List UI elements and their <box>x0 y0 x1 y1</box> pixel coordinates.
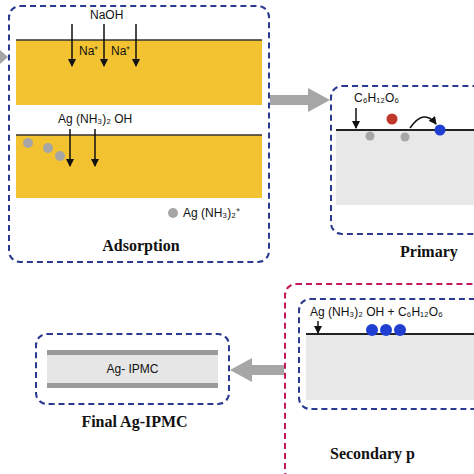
glucose-molecule <box>387 114 398 125</box>
node-label: Ag- IPMC <box>47 362 218 376</box>
incoming-arrow <box>0 50 8 64</box>
ion-label: Na⁺ <box>111 44 130 58</box>
silver-complex-ion <box>401 133 410 142</box>
silver-particle <box>366 324 378 336</box>
silver-complex-ion <box>366 132 375 141</box>
ion-label: Na⁺ <box>79 44 98 58</box>
flow-arrow <box>251 365 284 375</box>
membrane-surface <box>16 134 262 136</box>
membrane-slab <box>16 40 262 105</box>
membrane-slab <box>336 130 474 205</box>
silver-complex-ion <box>43 143 53 153</box>
membrane-slab <box>16 135 262 198</box>
legend-text: Ag (NH₃)₂⁺ <box>183 206 240 220</box>
flow-arrow <box>270 95 309 105</box>
membrane-slab <box>306 334 474 400</box>
silver-particle <box>380 324 392 336</box>
membrane-surface <box>336 129 474 131</box>
diffusion-arrow <box>71 24 73 66</box>
stage-heading: Secondary p <box>330 445 415 463</box>
diffusion-arrow <box>69 129 71 166</box>
silver-complex-ion <box>23 138 33 148</box>
stage-heading: Primary <box>400 243 458 261</box>
process-box: C₆H₁₂O₆Primary <box>330 85 474 235</box>
membrane-slab: Ag- IPMC <box>47 350 218 388</box>
process-box: Final Ag-IPMCAg- IPMC <box>35 333 230 405</box>
diffusion-arrow <box>135 24 137 66</box>
process-box: Ag (NH₃)₂ OH + C₆H₁₂O₆ <box>298 298 474 410</box>
membrane-surface <box>16 39 262 41</box>
stage-heading: Final Ag-IPMC <box>37 413 232 431</box>
reductant-arrow <box>355 108 357 128</box>
reagent-label: Ag (NH₃)₂ OH <box>58 112 132 126</box>
reagent-arrow <box>317 321 319 333</box>
silver-particle <box>435 125 446 136</box>
node-label: C₆H₁₂O₆ <box>354 91 399 105</box>
legend-entry: Ag (NH₃)₂⁺ <box>168 206 240 220</box>
diffusion-arrow <box>103 24 105 66</box>
silver-complex-ion <box>55 151 65 161</box>
node-label: Ag (NH₃)₂ OH + C₆H₁₂O₆ <box>310 305 443 319</box>
stage-heading: Adsorption <box>10 237 272 255</box>
legend-swatch <box>168 208 178 218</box>
reagent-label: NaOH <box>90 8 123 22</box>
diffusion-arrow <box>94 129 96 166</box>
stage-box: Secondary p Ag (NH₃)₂ OH + C₆H₁₂O₆ <box>284 283 474 474</box>
reduction-arrow <box>410 117 436 128</box>
silver-particle <box>394 324 406 336</box>
process-box: Adsorption <box>8 5 270 263</box>
